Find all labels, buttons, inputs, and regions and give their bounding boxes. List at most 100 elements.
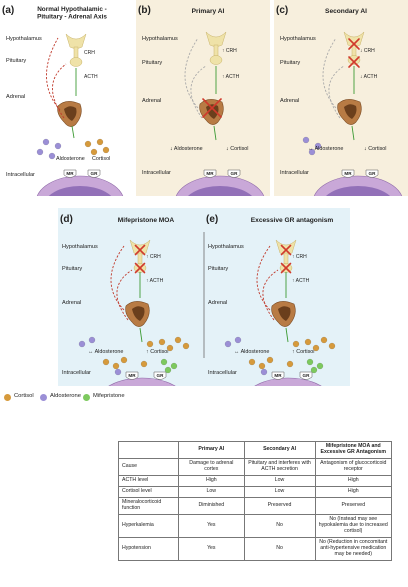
panel-label: (e) [206, 214, 218, 225]
acth-label: ↑ ACTH [292, 278, 310, 284]
panel-title: Pituitary - Adrenal Axis [37, 14, 107, 21]
mr-receptor: MR [125, 371, 139, 380]
aldosterone-label: Aldosterone [56, 156, 85, 162]
hypothalamus-label: Hypothalamus [280, 36, 316, 42]
hormone-release-arrow [351, 125, 355, 141]
intracellular-label: Intracellular [62, 370, 91, 376]
aldosterone-molecule [260, 368, 268, 376]
hypothalamus-label: Hypothalamus [6, 36, 42, 42]
hypothalamus-label: Hypothalamus [62, 244, 98, 250]
crh-label: ↓ CRH [360, 48, 375, 54]
hormone-release-arrow [139, 327, 143, 343]
adrenal-gland-illustration [57, 101, 82, 127]
legend: Cortisol Aldosterone Mifepristone [0, 392, 408, 404]
table-row-header: Mineralocorticoid function [117, 496, 180, 515]
table-header-cell: Mifepristone MOA and Excessive GR Antago… [314, 441, 393, 459]
pituitary-illustration [65, 33, 87, 67]
aldosterone-molecule [224, 340, 232, 348]
table-cell: High [178, 474, 245, 487]
mr-receptor: MR [203, 169, 217, 178]
cortisol-molecule [158, 338, 166, 346]
cortisol-label: Cortisol [92, 156, 110, 162]
table-header-cell: Secondary AI [243, 441, 316, 459]
hormone-release-arrow [213, 125, 217, 141]
table-cell: Low [178, 485, 245, 498]
aldosterone-molecule [234, 336, 242, 344]
hypothalamus-label: Hypothalamus [142, 36, 178, 42]
table-cell: No [243, 536, 316, 561]
feedback-arrow [256, 245, 271, 311]
target-cell-illustration [175, 175, 265, 196]
legend-mifepristone-label: Mifepristone [93, 393, 125, 399]
cortisol-molecule [166, 344, 174, 352]
cortisol-molecule [102, 146, 110, 154]
target-cell-illustration [36, 175, 124, 196]
acth-label: ↑ ACTH [146, 278, 164, 284]
acth-feedback-block-cross [280, 262, 292, 274]
table-row-header: Hypotension [117, 536, 180, 561]
cortisol-molecule [112, 362, 120, 370]
table-header-cell [117, 441, 180, 459]
mifepristone-molecule [164, 366, 172, 374]
mr-receptor-label: MR [66, 171, 74, 176]
target-cell-illustration [108, 377, 176, 386]
cortisol-molecule [320, 336, 328, 344]
gr-receptor-label: GR [369, 171, 377, 176]
crh-label: ↑ CRH [222, 48, 237, 54]
crh-label: ↑ CRH [292, 254, 307, 260]
table-cell: Damage to adrenal cortex [178, 457, 245, 476]
panel-label: (a) [2, 5, 14, 16]
table-cell: No [243, 513, 316, 538]
crh-feedback-block-cross [280, 244, 292, 256]
pituitary-label: Pituitary [280, 60, 300, 66]
feedback-arrow [262, 269, 279, 321]
cortisol-molecule [286, 360, 294, 368]
comparison-table: Primary AI Secondary AI Mifepristone MOA… [117, 441, 393, 561]
cortisol-molecule [140, 360, 148, 368]
table-cell: Preserved [243, 496, 316, 515]
acth-feedback-block-cross [134, 262, 146, 274]
cortisol-label: ↑ Cortisol [146, 349, 168, 355]
panel-normal-hpa-axis: (a) Normal Hypothalamic -Pituitary - Adre… [0, 0, 132, 196]
crh-feedback-block-cross [134, 244, 146, 256]
mifepristone-molecule [316, 362, 324, 370]
mr-receptor-label: MR [128, 373, 136, 378]
adrenal-gland-illustration [199, 99, 224, 125]
adrenal-gland-illustration [125, 301, 150, 327]
aldosterone-molecule [314, 142, 322, 150]
mr-receptor: MR [63, 169, 77, 178]
table-cell: High [314, 485, 393, 498]
aldosterone-molecule [88, 336, 96, 344]
table-cell: Yes [178, 536, 245, 561]
cortisol-molecule [84, 140, 92, 148]
panel-title: Mifepristone MOA [118, 217, 175, 224]
aldosterone-molecule [78, 340, 86, 348]
cortisol-molecule [266, 356, 274, 364]
table-header-cell: Primary AI [178, 441, 245, 459]
aldosterone-molecule [308, 148, 316, 156]
mifepristone-molecule [306, 358, 314, 366]
pituitary-label: Pituitary [6, 58, 26, 64]
legend-aldosterone-swatch [40, 394, 47, 401]
table-header-row: Primary AI Secondary AI Mifepristone MOA… [117, 441, 393, 459]
cortisol-molecule [96, 138, 104, 146]
panel-a-illustration: (a) Normal Hypothalamic -Pituitary - Adre… [2, 5, 124, 196]
cortisol-label: ↑ Cortisol [292, 349, 314, 355]
target-cell-illustration [254, 377, 322, 386]
cortisol-molecule [120, 356, 128, 364]
intracellular-label: Intracellular [142, 170, 171, 176]
adrenal-damage-cross [202, 98, 222, 118]
table-row-header: Cause [117, 457, 180, 476]
mifepristone-molecule [160, 358, 168, 366]
panel-title: Normal Hypothalamic - [37, 6, 107, 13]
panel-title: Secondary AI [325, 8, 367, 15]
table-row-header: Hyperkalemia [117, 513, 180, 538]
cortisol-molecule [90, 148, 98, 156]
